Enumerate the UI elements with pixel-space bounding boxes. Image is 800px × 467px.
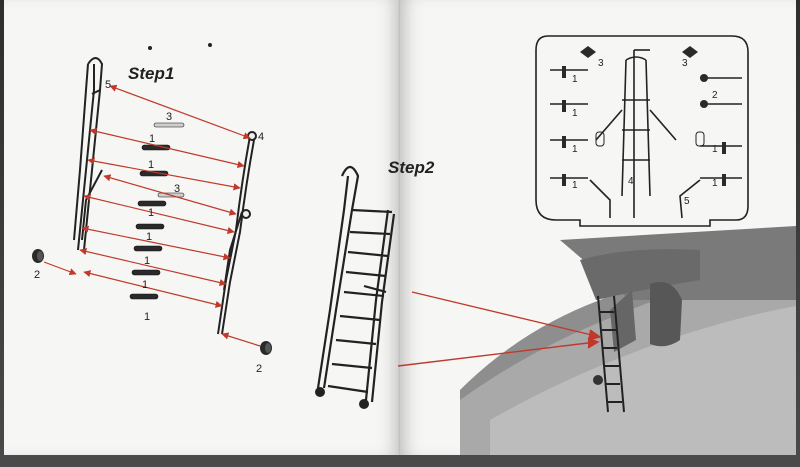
label-mid-rung: 3 [174,183,180,195]
sprue-label-center-a: 4 [628,176,634,187]
sprue-frame [535,35,749,227]
sprue-label-top-left: 3 [598,58,604,69]
sprue-label-center-b: 5 [684,196,690,207]
ladder-frame-left [73,57,104,251]
label-wheel-right: 2 [256,363,262,375]
sprue-label-top-right: 3 [682,58,688,69]
label-top-rung: 3 [166,111,172,123]
label-ladder-part: 5 [105,79,111,91]
sprue-label-rung: 1 [572,108,578,119]
sprue-label-rung: 1 [572,74,578,85]
label-rung: 1 [149,133,155,145]
label-rail-part: 4 [258,131,264,143]
hole-dot [148,46,152,50]
sprue-label-rung: 1 [712,178,718,189]
step1-diagram: 5 4 3 3 1 1 1 1 1 1 1 2 2 [32,43,272,375]
ladder-rail-right [217,131,257,335]
aircraft-render [460,226,796,455]
sprue-label-rung: 1 [572,180,578,191]
wheel-left [32,249,44,263]
label-rung: 1 [148,207,154,219]
sprue-label-right-mid: 2 [712,90,718,101]
right-page: 3 3 2 1 1 1 1 1 1 4 5 [400,0,796,455]
label-rung: 1 [144,255,150,267]
assembly-arrows [43,84,261,347]
wheel-right [260,341,272,355]
label-rung: 1 [146,231,152,243]
right-page-art: 3 3 2 1 1 1 1 1 1 4 5 [460,35,796,455]
label-rung: 1 [144,311,150,323]
sprue-parts [562,46,726,186]
label-rung: 1 [142,279,148,291]
sprue-label-rung: 1 [572,144,578,155]
step1-title: Step1 [128,64,175,83]
sprue-label-rung: 1 [712,144,718,155]
label-rung: 1 [148,159,154,171]
step2-title: Step2 [388,158,435,177]
label-wheel-left: 2 [34,269,40,281]
hole-dot [208,43,212,47]
left-page: Step1 [4,0,400,455]
